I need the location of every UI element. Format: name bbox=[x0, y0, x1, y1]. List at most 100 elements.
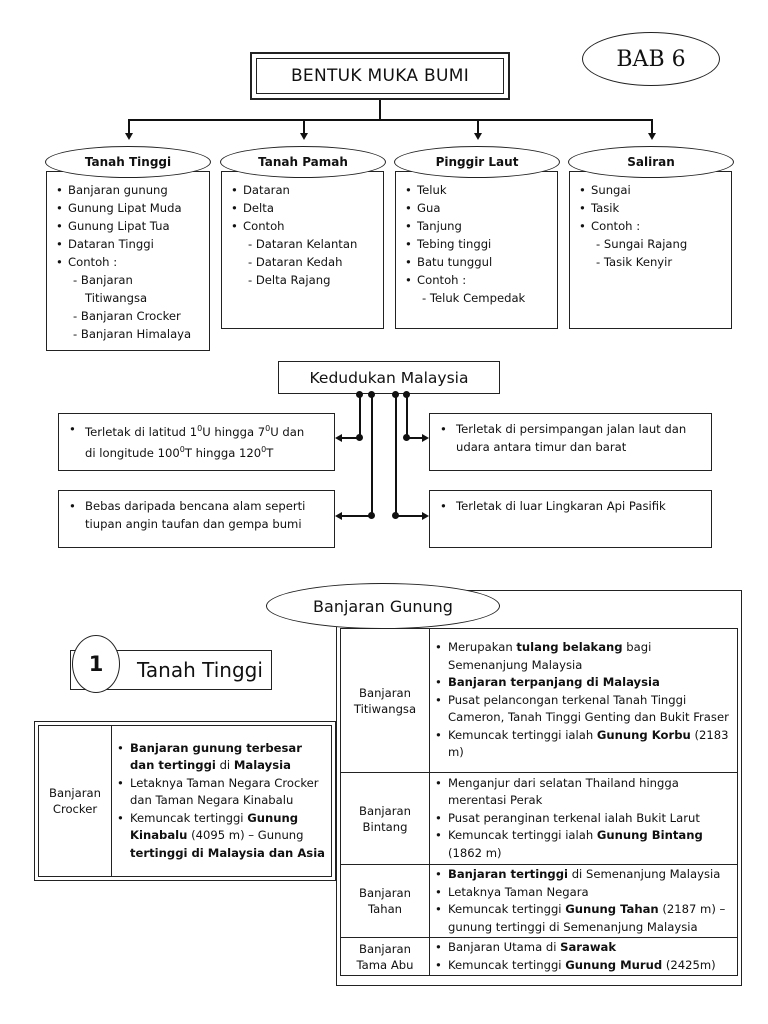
category-box-tanah-tinggi: Banjaran gunung Gunung Lipat Muda Gunung… bbox=[46, 171, 210, 351]
latitude-line-2: di longitude 1000T hingga 1200T bbox=[85, 444, 274, 460]
list-item: Banjaran gunung bbox=[53, 181, 205, 199]
crossroad-text: Terletak di persimpangan jalan laut dan … bbox=[456, 422, 687, 454]
latitude-box: • Terletak di latitud 10U hingga 70U dan… bbox=[58, 413, 335, 471]
list-item: Contoh : bbox=[402, 271, 553, 289]
list-item: Banjaran terpanjang di Malaysia bbox=[430, 674, 733, 692]
list-item: - Banjaran bbox=[73, 273, 133, 287]
list-item: - Delta Rajang bbox=[248, 273, 331, 287]
list-item: Titiwangsa bbox=[85, 291, 148, 305]
list-item: Tasik bbox=[576, 199, 727, 217]
bullet: • bbox=[69, 499, 76, 513]
connector bbox=[395, 515, 423, 517]
crossroad-box: • Terletak di persimpangan jalan laut da… bbox=[429, 413, 712, 471]
list-item: Batu tunggul bbox=[402, 253, 553, 271]
list-item: - Dataran Kedah bbox=[248, 255, 343, 269]
list-item: - Sungai Rajang bbox=[596, 237, 688, 251]
arrow-right-icon bbox=[422, 512, 429, 520]
list-item: Tanjung bbox=[402, 217, 553, 235]
section-title: Tanah Tinggi bbox=[137, 658, 263, 682]
list-item: Dataran bbox=[228, 181, 379, 199]
list-item: Menganjur dari selatan Thailand hingga m… bbox=[430, 775, 733, 810]
connector-dot bbox=[368, 512, 375, 519]
arrow-down-icon bbox=[300, 133, 308, 140]
connector-dot bbox=[392, 391, 399, 398]
category-list: Dataran Delta Contoh - Dataran Kelantan … bbox=[228, 181, 379, 289]
connector bbox=[371, 394, 373, 516]
connector-dot bbox=[356, 391, 363, 398]
connector bbox=[128, 119, 652, 121]
connector bbox=[128, 119, 130, 134]
list-item: - Teluk Cempedak bbox=[422, 291, 526, 305]
list-item: Tebing tinggi bbox=[402, 235, 553, 253]
connector bbox=[477, 119, 479, 134]
disaster-box: • Bebas daripada bencana alam seperti ti… bbox=[58, 490, 335, 548]
crocker-name: Banjaran Crocker bbox=[38, 725, 112, 877]
list-item: Gua bbox=[402, 199, 553, 217]
range-points: Banjaran tertinggi di Semenanjung Malays… bbox=[429, 864, 738, 938]
list-item: Gunung Lipat Tua bbox=[53, 217, 205, 235]
banjaran-oval: Banjaran Gunung bbox=[266, 583, 500, 629]
list-item: Banjaran tertinggi di Semenanjung Malays… bbox=[430, 866, 733, 884]
connector-dot bbox=[356, 434, 363, 441]
chapter-badge: BAB 6 bbox=[582, 32, 720, 86]
kedudukan-title: Kedudukan Malaysia bbox=[309, 368, 469, 387]
category-box-saliran: Sungai Tasik Contoh : - Sungai Rajang - … bbox=[569, 171, 732, 329]
list-item: Letaknya Taman Negara Crocker dan Taman … bbox=[112, 775, 327, 810]
list-item: Teluk bbox=[402, 181, 553, 199]
list-item: Kemuncak tertinggi ialah Gunung Bintang … bbox=[430, 827, 733, 862]
category-list: Teluk Gua Tanjung Tebing tinggi Batu tun… bbox=[402, 181, 553, 307]
category-box-tanah-pamah: Dataran Delta Contoh - Dataran Kelantan … bbox=[221, 171, 384, 329]
banjaran-frame bbox=[336, 590, 742, 986]
list-item: Banjaran Utama di Sarawak bbox=[430, 939, 733, 957]
list-item: Banjaran gunung terbesar dan tertinggi d… bbox=[112, 740, 327, 775]
category-oval-saliran: Saliran bbox=[568, 146, 734, 178]
bullet: • bbox=[440, 422, 447, 436]
list-item: Gunung Lipat Muda bbox=[53, 199, 205, 217]
arrow-down-icon bbox=[648, 133, 656, 140]
list-item: Pusat peranginan terkenal ialah Bukit La… bbox=[430, 810, 733, 828]
section-number: 1 bbox=[88, 652, 104, 676]
table-row: Banjaran BintangMenganjur dari selatan T… bbox=[340, 772, 738, 865]
category-title: Pinggir Laut bbox=[435, 155, 519, 169]
list-item: - Banjaran Himalaya bbox=[73, 327, 192, 341]
table-row: Banjaran Crocker Banjaran gunung terbesa… bbox=[38, 725, 332, 877]
list-item: Dataran Tinggi bbox=[53, 235, 205, 253]
range-points: Banjaran Utama di SarawakKemuncak tertin… bbox=[429, 937, 738, 976]
list-item: Pusat pelancongan terkenal Tanah Tinggi … bbox=[430, 692, 733, 727]
connector bbox=[359, 394, 361, 438]
list-item: Kemuncak tertinggi Gunung Kinabalu (4095… bbox=[112, 810, 327, 863]
table-row: Banjaran Tama AbuBanjaran Utama di Saraw… bbox=[340, 937, 738, 976]
arrow-right-icon bbox=[422, 434, 429, 442]
connector bbox=[379, 100, 381, 120]
connector bbox=[303, 119, 305, 134]
category-oval-tanah-tinggi: Tanah Tinggi bbox=[45, 146, 211, 178]
table-row: Banjaran TahanBanjaran tertinggi di Seme… bbox=[340, 864, 738, 938]
arrow-left-icon bbox=[335, 434, 342, 442]
range-name: Banjaran Tahan bbox=[340, 864, 430, 938]
crocker-table: Banjaran Crocker Banjaran gunung terbesa… bbox=[38, 725, 332, 877]
bullet: • bbox=[69, 422, 76, 436]
banjaran-table: Banjaran TitiwangsaMerupakan tulang bela… bbox=[340, 628, 738, 976]
main-title: BENTUK MUKA BUMI bbox=[256, 58, 504, 94]
arrow-down-icon bbox=[125, 133, 133, 140]
range-name: Banjaran Titiwangsa bbox=[340, 628, 430, 773]
connector bbox=[406, 394, 408, 438]
kedudukan-title-box: Kedudukan Malaysia bbox=[278, 361, 500, 394]
connector bbox=[651, 119, 653, 134]
crocker-frame bbox=[34, 721, 336, 881]
list-item: Contoh : bbox=[53, 253, 205, 271]
ring-of-fire-box: • Terletak di luar Lingkaran Api Pasifik bbox=[429, 490, 712, 548]
banjaran-title: Banjaran Gunung bbox=[313, 596, 453, 616]
list-item: Contoh : bbox=[576, 217, 727, 235]
ring-of-fire-text: Terletak di luar Lingkaran Api Pasifik bbox=[456, 499, 666, 513]
chapter-label: BAB 6 bbox=[616, 46, 686, 72]
list-item: - Banjaran Crocker bbox=[73, 309, 181, 323]
category-oval-pinggir-laut: Pinggir Laut bbox=[394, 146, 560, 178]
connector bbox=[342, 437, 360, 439]
range-points: Merupakan tulang belakang bagi Semenanju… bbox=[429, 628, 738, 773]
crocker-points: Banjaran gunung terbesar dan tertinggi d… bbox=[111, 725, 332, 877]
list-item: Kemuncak tertinggi ialah Gunung Korbu (2… bbox=[430, 727, 733, 762]
category-oval-tanah-pamah: Tanah Pamah bbox=[220, 146, 386, 178]
category-title: Tanah Pamah bbox=[258, 155, 348, 169]
list-item: Letaknya Taman Negara bbox=[430, 884, 733, 902]
